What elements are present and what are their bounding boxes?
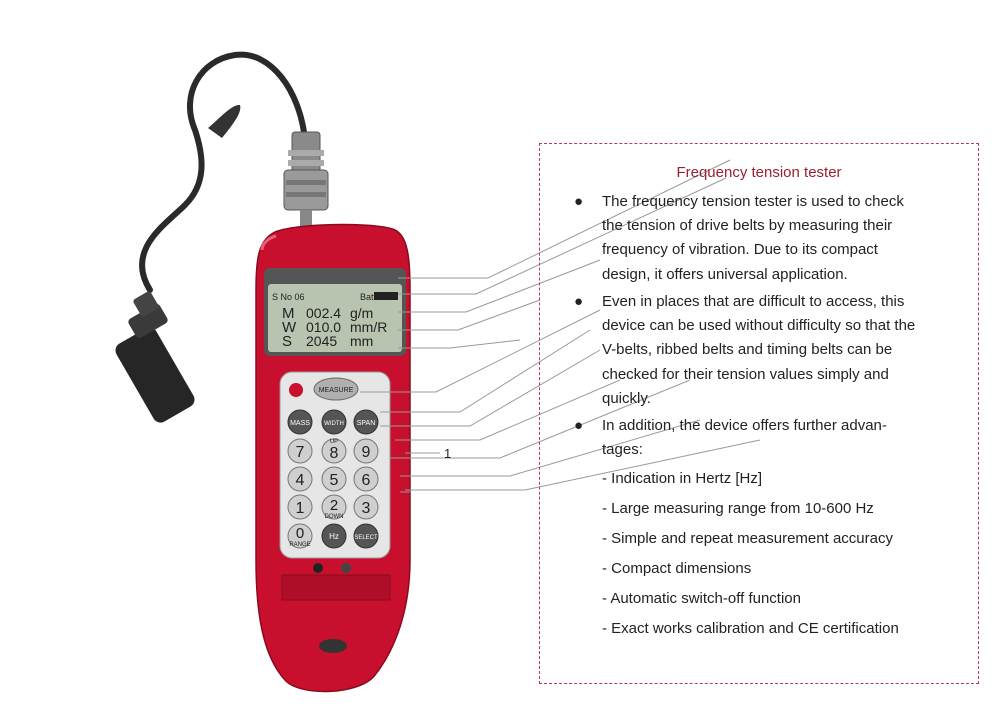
key-3[interactable] [353, 494, 379, 520]
sensor-cable [139, 51, 308, 293]
key-2-sub-label: DOWN [325, 514, 344, 520]
sensor-probe [115, 291, 195, 423]
key-4[interactable] [287, 466, 313, 492]
screen-line-s-value: 2045 [306, 333, 337, 349]
advantage-3: - Simple and repeat measurement accuracy [602, 530, 893, 547]
select-button[interactable]: SELECT [353, 523, 379, 549]
screen-header-right: Batt [360, 292, 377, 302]
measure-button-label: MEASURE [319, 387, 354, 394]
key-0[interactable] [287, 523, 313, 549]
callout-lines [360, 159, 761, 493]
screen-line-w-unit: mm/R [350, 319, 387, 335]
brand-logo-icon [289, 383, 303, 397]
key-6[interactable] [353, 466, 379, 492]
bullet-2-line-4: checked for their tension values simply … [602, 365, 889, 383]
bottom-port [319, 639, 347, 653]
screen-line-m-letter: M [282, 305, 295, 322]
screen-line-s-unit: mm [350, 333, 373, 349]
advantage-4: - Compact dimensions [602, 560, 752, 577]
mass-button-label: MASS [290, 420, 310, 427]
screen-line-m-value: 002.4 [306, 305, 341, 321]
bullet-1-line-4: design, it offers universal application. [602, 265, 848, 283]
info-box: Frequency tension tester ● The frequency… [539, 143, 979, 684]
key-5[interactable] [321, 466, 347, 492]
bullet-3-line-1: In addition, the device offers further a… [602, 417, 887, 434]
bullet-2-line-2: device can be used without difficulty so… [602, 317, 916, 335]
bullet-2: ● Even in places that are difficult to a… [574, 290, 962, 411]
port-left [313, 563, 323, 573]
screen-line-s-letter: S [282, 333, 292, 350]
hz-button-label: Hz [329, 532, 339, 541]
bullet-3: ● In addition, the device offers further… [574, 414, 962, 462]
key-4-label: 4 [296, 472, 305, 489]
key-0-label: 0 [296, 525, 304, 542]
mass-button[interactable]: MASS [287, 409, 313, 435]
width-button[interactable]: WIDTH [321, 409, 347, 435]
cable-clip [208, 104, 241, 138]
cable-connector [283, 131, 329, 235]
lower-body-recess [281, 574, 391, 601]
battery-indicator [374, 292, 398, 300]
info-title: Frequency tension tester [676, 164, 842, 181]
key-5-label: 5 [330, 472, 339, 489]
width-button-label: WIDTH [324, 421, 344, 427]
bullet-dot: ● [574, 417, 584, 434]
key-2-label: 2 [330, 497, 338, 514]
key-8[interactable] [321, 438, 347, 464]
screen-header-left: S No 06 [272, 292, 305, 302]
bullet-3-line-2: tages: [602, 441, 643, 459]
key-1-label: 1 [296, 500, 305, 517]
bullet-1-line-1: The frequency tension tester is used to … [602, 193, 904, 210]
bullet-dot: ● [574, 293, 584, 310]
span-button[interactable]: SPAN [353, 409, 379, 435]
key-0-sub-label: RANGE [289, 542, 310, 548]
key-8-sub-label: UP [330, 439, 338, 445]
key-2[interactable] [321, 494, 347, 520]
advantage-5: - Automatic switch-off function [602, 590, 801, 607]
hz-button[interactable]: Hz [321, 523, 347, 549]
bullet-1-line-2: the tension of drive belts by measuring … [602, 217, 893, 235]
key-1[interactable] [287, 494, 313, 520]
bullet-dot: ● [574, 193, 584, 210]
callout-number: 1 [444, 446, 451, 461]
key-7-label: 7 [296, 444, 305, 461]
key-9[interactable] [353, 438, 379, 464]
bullet-1-line-3: frequency of vibration. Due to its compa… [602, 241, 878, 259]
measure-button[interactable] [313, 377, 359, 401]
key-3-label: 3 [362, 500, 371, 517]
bullet-1: ● The frequency tension tester is used t… [574, 190, 962, 287]
advantage-1: - Indication in Hertz [Hz] [602, 470, 763, 487]
key-8-label: 8 [330, 445, 339, 462]
screen-line-w-value: 010.0 [306, 319, 341, 335]
span-button-label: SPAN [357, 420, 376, 427]
bullet-2-line-3: V-belts, ribbed belts and timing belts c… [602, 341, 893, 359]
screen-line-w-letter: W [282, 319, 297, 336]
bullet-2-line-1: Even in places that are difficult to acc… [602, 293, 905, 310]
advantage-6: - Exact works calibration and CE certifi… [602, 620, 899, 637]
port-right [341, 563, 351, 573]
screen-line-m-unit: g/m [350, 305, 373, 321]
key-6-label: 6 [362, 472, 371, 489]
advantage-2: - Large measuring range from 10-600 Hz [602, 500, 874, 517]
key-7[interactable] [287, 438, 313, 464]
select-button-label: SELECT [354, 535, 378, 541]
key-9-label: 9 [362, 444, 371, 461]
bullet-2-line-5: quickly. [602, 389, 651, 407]
lcd-screen [268, 284, 402, 352]
